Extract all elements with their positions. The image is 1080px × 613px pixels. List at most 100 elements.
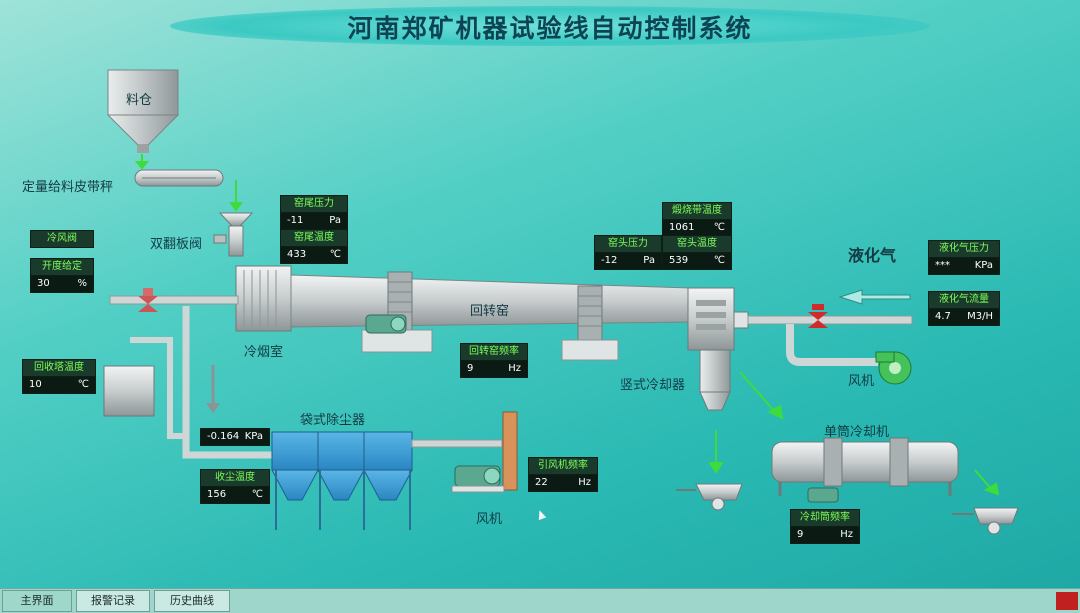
panel-value-row[interactable]: 9 Hz [461, 361, 527, 377]
panel-value-row: -11 Pa [281, 213, 347, 229]
flow-arrows [134, 154, 1000, 496]
single-cooler-label: 单筒冷却机 [824, 425, 890, 440]
double-valve-label: 双翻板阀 [150, 237, 203, 252]
fan-bottom-label: 风机 [476, 512, 503, 527]
panel-kiln-tail-pressure: 窑尾压力 -11 Pa [280, 195, 348, 230]
panel-header: 收尘温度 [201, 470, 269, 487]
fan-right-shape [875, 351, 912, 385]
single-cooler-shape [771, 437, 959, 503]
panel-lpg-flow: 液化气流量 4.7 M3/H [928, 291, 1000, 326]
fan-bottom-shape [451, 465, 505, 493]
panel-header: 引风机频率 [529, 458, 597, 475]
panel-value: *** [935, 260, 950, 271]
panel-unit: ℃ [713, 222, 725, 233]
panel-value-row: 10 ℃ [23, 377, 95, 393]
panel-value: 9 [797, 529, 804, 540]
panel-header: 窑头温度 [663, 236, 731, 253]
panel-value: 433 [287, 249, 307, 260]
panel-value-row[interactable]: 22 Hz [529, 475, 597, 491]
panel-unit: % [77, 278, 87, 289]
panel-dust-temp: 收尘温度 156 ℃ [200, 469, 270, 504]
panel-header: 冷却筒频率 [791, 510, 859, 527]
panel-value-row: 539 ℃ [663, 253, 731, 269]
panel-unit: Pa [329, 215, 341, 226]
panel-cold-air-valve: 冷风阀 [30, 230, 94, 248]
panel-value: 22 [535, 477, 548, 488]
lpg-label: 液化气 [848, 246, 897, 265]
panel-value-row: 1061 ℃ [663, 220, 731, 236]
panel-header: 煅烧带温度 [663, 203, 731, 220]
lpg-pipe-shape [747, 289, 913, 366]
panel-unit: ℃ [329, 249, 341, 260]
panel-value: 1061 [669, 222, 695, 233]
panel-value: -0.164 [207, 431, 240, 442]
panel-tower-temp: 回收塔温度 10 ℃ [22, 359, 96, 394]
panel-header: 回转窑频率 [461, 344, 527, 361]
panel-value: 9 [467, 363, 474, 374]
bag-filter-label: 袋式除尘器 [300, 413, 366, 428]
panel-value: 539 [669, 255, 689, 266]
panel-calcination-temp: 煅烧带温度 1061 ℃ [662, 202, 732, 237]
fan-right-label: 风机 [848, 374, 875, 389]
panel-header: 开度给定 [31, 259, 93, 276]
panel-header: 冷风阀 [47, 233, 77, 244]
tab-history-curve[interactable]: 历史曲线 [154, 590, 230, 612]
panel-kiln-head-pressure: 窑头压力 -12 Pa [594, 235, 662, 270]
panel-value: 10 [29, 379, 42, 390]
panel-header: 液化气流量 [929, 292, 999, 309]
panel-value: 156 [207, 489, 227, 500]
smoke-chamber-label: 冷烟室 [244, 345, 284, 360]
panel-opening-set[interactable]: 开度给定 30% [30, 258, 94, 293]
process-diagram [103, 69, 1019, 535]
panel-value: -11 [287, 215, 304, 226]
panel-unit: Hz [508, 363, 521, 374]
panel-header: 窑尾温度 [281, 230, 347, 247]
panel-unit: ℃ [713, 255, 725, 266]
panel-filter-pressure: -0.164 KPa [200, 428, 270, 446]
feeder-belt-shape [134, 169, 224, 187]
panel-unit: Hz [578, 477, 591, 488]
panel-value-row: 4.7 M3/H [929, 309, 999, 325]
hopper-shape [106, 69, 180, 153]
panel-unit: M3/H [967, 311, 993, 322]
panel-value: -12 [601, 255, 618, 266]
title-bar [170, 6, 930, 46]
panel-unit: Pa [643, 255, 655, 266]
panel-header: 回收塔温度 [23, 360, 95, 377]
cart-right-shape [952, 507, 1019, 535]
panel-unit: ℃ [77, 379, 89, 390]
panel-value-row[interactable]: 9 Hz [791, 527, 859, 543]
panel-fan-freq[interactable]: 引风机频率 22 Hz [528, 457, 598, 492]
panel-value-row: 433 ℃ [281, 247, 347, 263]
panel-value-row[interactable]: 30% [31, 276, 93, 292]
panel-kiln-head-temp: 窑头温度 539 ℃ [662, 235, 732, 270]
double-valve-shape [213, 212, 254, 257]
panel-kiln-freq[interactable]: 回转窑频率 9 Hz [460, 343, 528, 378]
hopper-label: 料仓 [126, 93, 153, 108]
bag-filter-shape [271, 431, 503, 530]
panel-header: 窑头压力 [595, 236, 661, 253]
smoke-chamber-shape [235, 265, 292, 332]
panel-unit: ℃ [251, 489, 263, 500]
tab-alarm-records[interactable]: 报警记录 [76, 590, 150, 612]
status-indicator [1056, 592, 1078, 610]
panel-value-row: -0.164 KPa [201, 429, 269, 445]
panel-lpg-pressure: 液化气压力 ***KPa [928, 240, 1000, 275]
panel-value: 4.7 [935, 311, 951, 322]
panel-header: 窑尾压力 [281, 196, 347, 213]
panel-header: 液化气压力 [929, 241, 999, 258]
panel-value-row: ***KPa [929, 258, 999, 274]
panel-cooler-freq[interactable]: 冷却筒频率 9 Hz [790, 509, 860, 544]
panel-unit: KPa [244, 431, 263, 442]
kiln-motor-shape [365, 314, 407, 334]
panel-value-row: -12 Pa [595, 253, 661, 269]
cold-air-pipe-shape [109, 288, 239, 312]
cart-left-shape [676, 483, 743, 511]
panel-unit: Hz [840, 529, 853, 540]
panel-value: 30 [37, 278, 50, 289]
panel-kiln-tail-temp: 窑尾温度 433 ℃ [280, 229, 348, 264]
recovery-tower-shape [103, 365, 155, 417]
flue-pipe-shape [130, 306, 280, 459]
tab-main[interactable]: 主界面 [2, 590, 72, 612]
kiln-label: 回转窑 [470, 304, 510, 319]
